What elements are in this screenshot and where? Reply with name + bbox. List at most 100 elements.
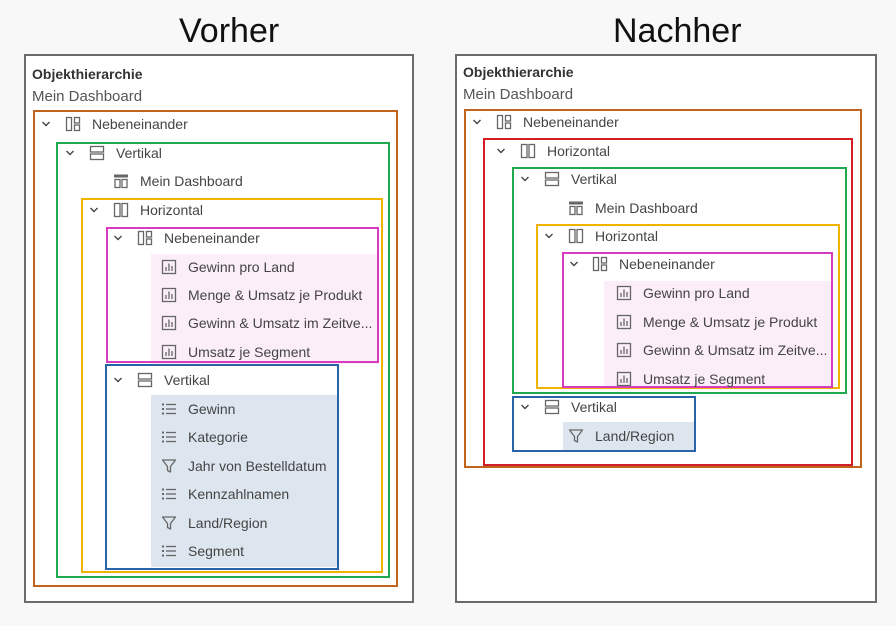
tree-item[interactable]: Gewinn & Umsatz im Zeitve...	[160, 310, 378, 336]
sheet-icon	[160, 314, 178, 332]
tree-item-label: Gewinn pro Land	[188, 259, 295, 275]
tree-item[interactable]: Horizontal	[519, 138, 832, 164]
tree-item[interactable]: Nebeneinander	[64, 111, 378, 137]
expand-chevron-icon[interactable]	[518, 394, 532, 420]
tree-item[interactable]: Gewinn pro Land	[615, 280, 832, 306]
expand-chevron-icon[interactable]	[111, 225, 125, 251]
side-by-side-icon	[64, 115, 82, 133]
side-by-side-icon	[591, 255, 609, 273]
tree-item[interactable]: Menge & Umsatz je Produkt	[160, 282, 378, 308]
tree-item[interactable]: Umsatz je Segment	[160, 339, 378, 365]
filter-group-shade-after	[563, 422, 694, 451]
list-icon	[160, 428, 178, 446]
tree-item-label: Vertikal	[164, 372, 210, 388]
highlight-box-yellow-before	[81, 198, 383, 573]
tree-item[interactable]: Nebeneinander	[495, 109, 832, 135]
panel-title-after: Objekthierarchie	[463, 64, 574, 80]
tree-item-label: Mein Dashboard	[595, 200, 698, 216]
highlight-box-orange-after	[464, 109, 862, 468]
expand-chevron-icon[interactable]	[39, 111, 53, 137]
sheet-icon	[160, 258, 178, 276]
tree-item-label: Gewinn & Umsatz im Zeitve...	[643, 342, 828, 358]
tree-item[interactable]: Segment	[160, 538, 378, 564]
expand-chevron-icon[interactable]	[518, 166, 532, 192]
tree-item-label: Vertikal	[571, 171, 617, 187]
tree-item[interactable]: Vertikal	[88, 140, 378, 166]
vertical-container-icon	[543, 170, 561, 188]
expand-chevron-icon[interactable]	[494, 138, 508, 164]
expand-chevron-icon[interactable]	[87, 197, 101, 223]
horizontal-container-icon	[112, 201, 130, 219]
expand-chevron-icon[interactable]	[111, 367, 125, 393]
tree-item[interactable]: Horizontal	[567, 223, 832, 249]
panel-title-before: Objekthierarchie	[32, 66, 143, 82]
sheet-icon	[615, 313, 633, 331]
tree-item[interactable]: Horizontal	[112, 197, 378, 223]
heading-before: Vorher	[179, 12, 280, 50]
tree-item[interactable]: Gewinn pro Land	[160, 254, 378, 280]
highlight-box-blue-before	[105, 364, 339, 570]
filter-icon	[160, 514, 178, 532]
tree-item[interactable]: Vertikal	[543, 394, 832, 420]
tree-item-label: Menge & Umsatz je Produkt	[188, 287, 363, 303]
highlight-box-magenta-before	[106, 227, 379, 363]
tree-item[interactable]: Umsatz je Segment	[615, 366, 832, 392]
tree-item-label: Gewinn pro Land	[643, 285, 750, 301]
highlight-box-magenta-after	[562, 252, 833, 388]
expand-chevron-icon[interactable]	[567, 251, 581, 277]
list-icon	[160, 485, 178, 503]
tree-item[interactable]: Gewinn & Umsatz im Zeitve...	[615, 337, 832, 363]
tree-item-label: Kennzahlnamen	[188, 486, 290, 502]
list-icon	[160, 400, 178, 418]
tree-item-label: Segment	[188, 543, 245, 559]
tree-item-label: Gewinn	[188, 401, 236, 417]
tree-item[interactable]: Mein Dashboard	[112, 168, 378, 194]
filter-icon	[160, 457, 178, 475]
dashboard-title-icon	[567, 199, 585, 217]
horizontal-container-icon	[519, 142, 537, 160]
tree-item-label: Land/Region	[595, 428, 675, 444]
expand-chevron-icon[interactable]	[63, 140, 77, 166]
list-icon	[160, 542, 178, 560]
tree-item-label: Menge & Umsatz je Produkt	[643, 314, 818, 330]
vertical-container-icon	[543, 398, 561, 416]
tree-item[interactable]: Mein Dashboard	[567, 195, 832, 221]
tree-item[interactable]: Kennzahlnamen	[160, 481, 378, 507]
tree-item[interactable]: Menge & Umsatz je Produkt	[615, 309, 832, 335]
tree-item-label: Vertikal	[116, 145, 162, 161]
tree-item-label: Land/Region	[188, 515, 268, 531]
tree-item[interactable]: Jahr von Bestelldatum	[160, 453, 378, 479]
sheet-icon	[160, 343, 178, 361]
tree-item[interactable]: Kategorie	[160, 424, 378, 450]
highlight-box-yellow-after	[536, 224, 840, 389]
tree-item-label: Horizontal	[140, 202, 204, 218]
side-by-side-icon	[495, 113, 513, 131]
filter-group-shade-before	[151, 395, 338, 567]
tree-item-label: Nebeneinander	[523, 114, 619, 130]
tree-item-label: Mein Dashboard	[140, 173, 243, 189]
expand-chevron-icon[interactable]	[542, 223, 556, 249]
vertical-container-icon	[136, 371, 154, 389]
tree-item[interactable]: Gewinn	[160, 396, 378, 422]
tree-item-label: Horizontal	[595, 228, 659, 244]
tree-item-label: Kategorie	[188, 429, 248, 445]
sheet-icon	[160, 286, 178, 304]
tree-item[interactable]: Land/Region	[160, 510, 378, 536]
sheet-group-shade-after	[604, 281, 831, 388]
tree-item[interactable]: Land/Region	[567, 423, 832, 449]
tree-item-label: Nebeneinander	[92, 116, 188, 132]
sheet-icon	[615, 370, 633, 388]
tree-item[interactable]: Nebeneinander	[591, 251, 832, 277]
tree-item[interactable]: Nebeneinander	[136, 225, 378, 251]
heading-after: Nachher	[613, 12, 742, 50]
tree-item[interactable]: Vertikal	[136, 367, 378, 393]
tree-item-label: Jahr von Bestelldatum	[188, 458, 327, 474]
panel-subtitle-before: Mein Dashboard	[32, 88, 143, 105]
vertical-container-icon	[88, 144, 106, 162]
tree-item[interactable]: Vertikal	[543, 166, 832, 192]
expand-chevron-icon[interactable]	[470, 109, 484, 135]
sheet-icon	[615, 284, 633, 302]
tree-item-label: Nebeneinander	[619, 256, 715, 272]
tree-item-label: Umsatz je Segment	[643, 371, 766, 387]
dashboard-title-icon	[112, 172, 130, 190]
